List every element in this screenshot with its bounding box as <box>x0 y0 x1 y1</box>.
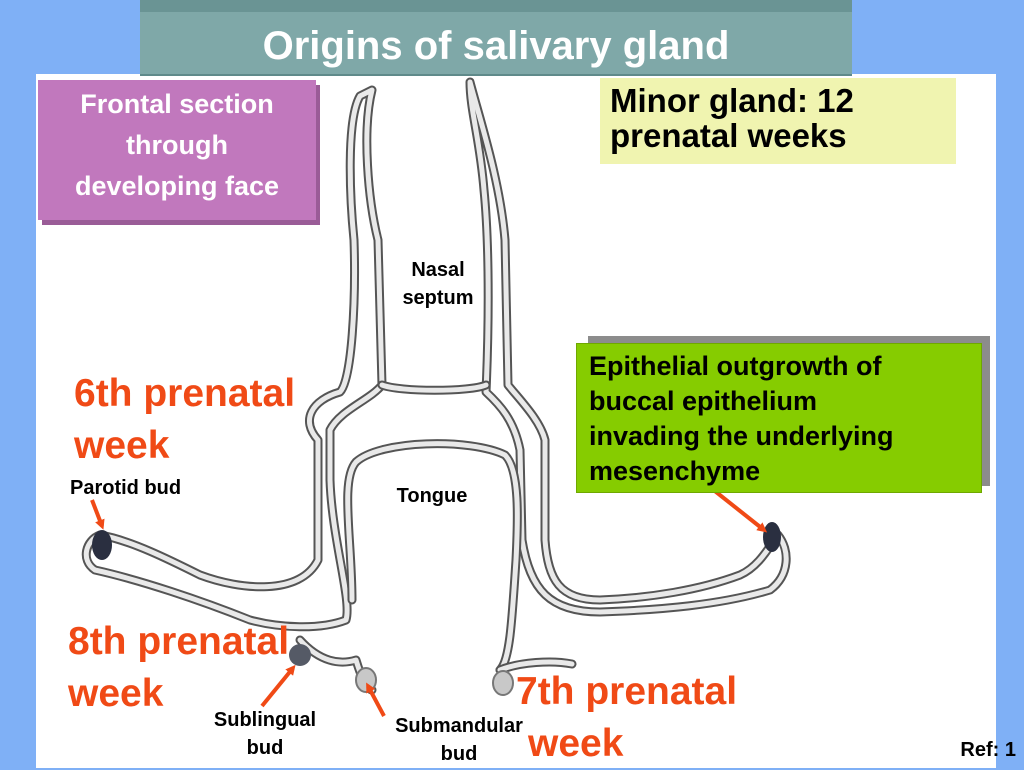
reference-label: Ref: 1 <box>960 739 1016 761</box>
minor-line-2: prenatal weeks <box>610 117 847 154</box>
parotid-arrow-left <box>90 499 105 530</box>
week-8-label: 8th prenatal week <box>68 616 289 720</box>
week-8-line-1: 8th prenatal <box>68 620 290 663</box>
epi-line-2: buccal epithelium <box>589 386 818 416</box>
minor-gland-box: Minor gland: 12 prenatal weeks <box>600 78 956 164</box>
epithelial-outgrowth-box: Epithelial outgrowth of buccal epitheliu… <box>576 343 982 493</box>
week-7-line-2: week <box>528 722 624 765</box>
sublingual-line-1: Sublingual <box>213 709 317 731</box>
submandular-line-1: Submandular <box>395 715 523 737</box>
submandular-line-2: bud <box>440 743 478 765</box>
frontal-line-2: through <box>126 130 228 160</box>
sublingual-bud-shape <box>289 644 311 666</box>
nasal-septum-line-2: septum <box>402 287 474 309</box>
frontal-line-3: developing face <box>74 171 280 201</box>
submandular-bud-shape <box>355 667 377 693</box>
submandular-bud-label: Submandular bud <box>374 712 544 768</box>
title-bar: Origins of salivary gland <box>140 0 852 76</box>
sublingual-bud-label: Sublingual bud <box>196 706 334 762</box>
submandular-arrow <box>366 682 386 717</box>
week-6-line-1: 6th prenatal <box>74 372 296 415</box>
frontal-section-box: Frontal section through developing face <box>38 80 316 220</box>
epithelium-outline <box>81 77 791 695</box>
submandular-bud-right-shape <box>492 670 514 696</box>
week-7-line-1: 7th prenatal <box>516 670 738 713</box>
week-6-line-2: week <box>74 424 170 467</box>
epi-line-4: mesenchyme <box>589 456 761 486</box>
parotid-bud-right-shape <box>763 522 781 552</box>
frontal-line-1: Frontal section <box>80 89 274 119</box>
sublingual-arrow <box>260 664 296 708</box>
week-7-label: 7th prenatal week <box>516 666 737 770</box>
nasal-septum-label: Nasal septum <box>384 256 492 312</box>
week-6-label: 6th prenatal week <box>74 368 295 472</box>
week-8-line-2: week <box>68 672 164 715</box>
epi-line-1: Epithelial outgrowth of <box>589 351 882 381</box>
minor-line-1: Minor gland: 12 <box>610 82 854 119</box>
epi-line-3: invading the underlying <box>589 421 894 451</box>
nasal-septum-line-1: Nasal <box>411 259 465 281</box>
slide-title: Origins of salivary gland <box>262 24 730 68</box>
parotid-bud-left-shape <box>92 530 112 560</box>
parotid-bud-label: Parotid bud <box>70 477 182 499</box>
sublingual-line-2: bud <box>246 737 284 759</box>
tongue-label: Tongue <box>396 485 468 507</box>
